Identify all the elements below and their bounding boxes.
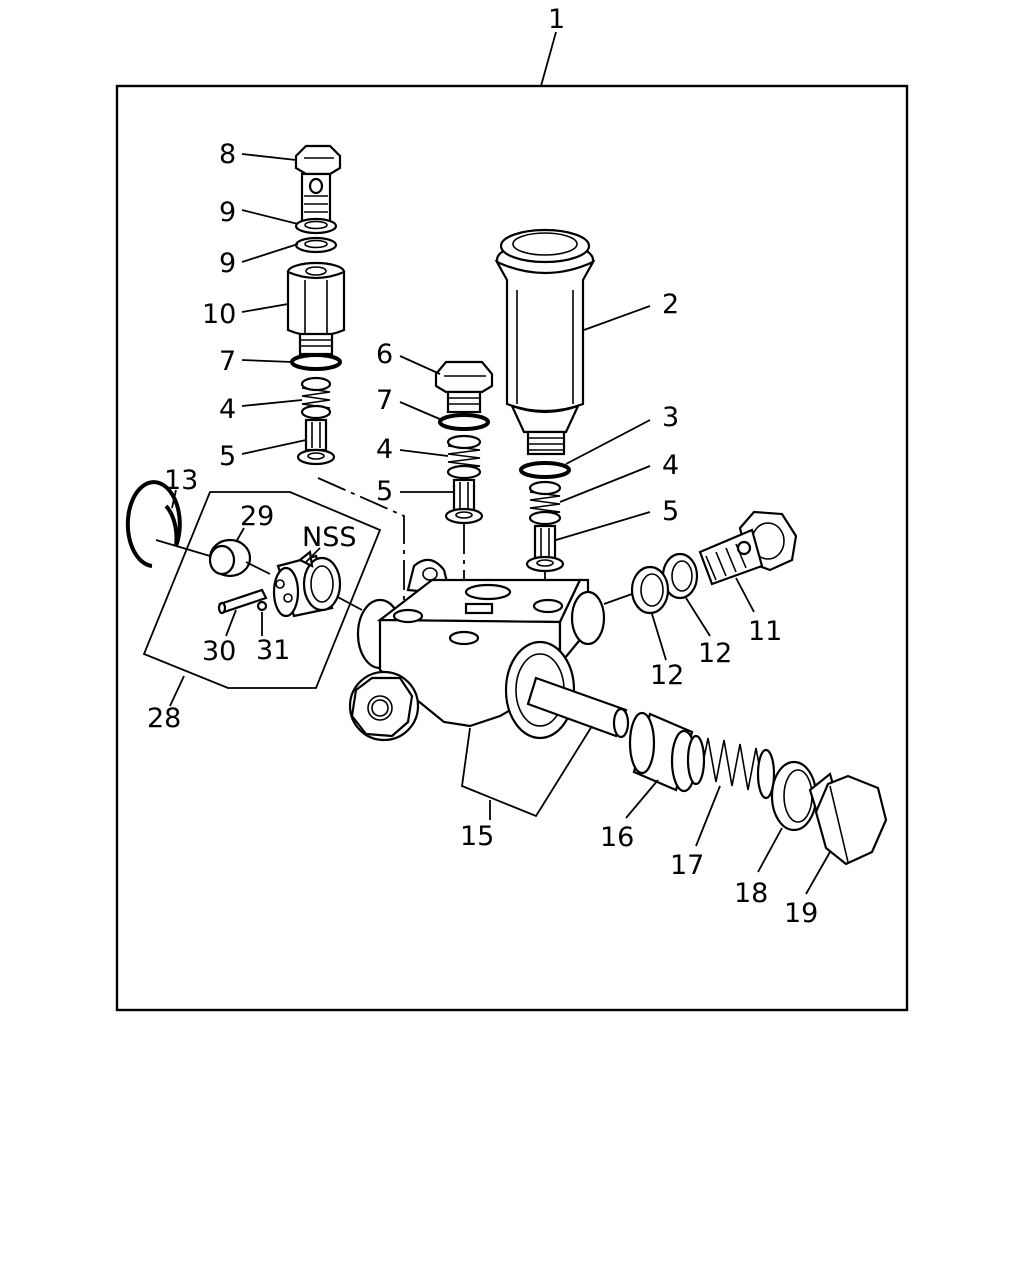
plug-19 (808, 772, 888, 866)
leader-6 (399, 355, 441, 375)
leader-4b (399, 449, 449, 457)
leader-7a (241, 359, 293, 363)
leader-12a (685, 597, 711, 637)
spring-4-left (300, 376, 332, 420)
washer-9-lower (294, 236, 338, 254)
callout-5-right: 5 (662, 496, 679, 527)
plug-6 (434, 360, 494, 414)
spring-17 (686, 734, 776, 800)
tappet-nss (272, 549, 342, 618)
leader-8 (241, 153, 297, 161)
callout-1: 1 (548, 4, 565, 35)
callout-28: 28 (147, 703, 181, 734)
spring-4-center (446, 434, 482, 480)
leader-1 (540, 31, 557, 87)
washer-12-lower (630, 565, 670, 615)
callout-5-center: 5 (376, 476, 393, 507)
callout-29: 29 (240, 501, 274, 532)
callout-31: 31 (256, 635, 290, 666)
callout-4-left: 4 (219, 394, 236, 425)
leader-4a (241, 399, 303, 407)
leader-9b (241, 243, 299, 263)
axis-kit (155, 539, 211, 557)
leader-9a (241, 209, 299, 225)
leader-18 (757, 827, 783, 873)
leader-5c (555, 511, 651, 541)
spring-4-right (528, 480, 562, 526)
callout-9-upper: 9 (219, 197, 236, 228)
leader-7b (399, 401, 443, 421)
callout-3: 3 (662, 402, 679, 433)
leader-30 (225, 609, 237, 637)
leader-5a (241, 439, 307, 455)
axis-11 (603, 593, 633, 605)
leader-12b (651, 613, 667, 661)
callout-6: 6 (376, 339, 393, 370)
leader-17 (695, 785, 721, 847)
kit-outline-28 (142, 491, 382, 689)
valve-5-right (525, 524, 565, 573)
callout-12-upper: 12 (698, 638, 732, 669)
leader-nss (305, 547, 321, 563)
leader-2 (583, 305, 651, 331)
valve-5-left (296, 418, 336, 466)
ball-31 (256, 600, 268, 612)
callout-30: 30 (202, 636, 236, 667)
roller-29 (208, 538, 252, 578)
callout-7-left: 7 (219, 346, 236, 377)
callout-7-center: 7 (376, 385, 393, 416)
callout-4-center: 4 (376, 434, 393, 465)
callout-4-right: 4 (662, 450, 679, 481)
o-ring-3 (519, 461, 571, 479)
bracket-15 (461, 725, 593, 818)
callout-2: 2 (662, 289, 679, 320)
axis-kit-2 (245, 561, 271, 575)
callout-13: 13 (164, 465, 198, 496)
leader-13 (171, 489, 177, 509)
leader-10 (241, 303, 289, 313)
callout-10: 10 (202, 299, 236, 330)
callout-12-lower: 12 (650, 660, 684, 691)
axis-left (317, 477, 405, 610)
leader-28 (169, 675, 185, 707)
o-ring-7-left (290, 353, 342, 371)
callout-17: 17 (670, 850, 704, 881)
leader-19 (805, 851, 831, 895)
washer-9-upper (294, 217, 338, 235)
assembly-frame (115, 84, 909, 1012)
leader-11 (735, 577, 755, 613)
union-10 (286, 261, 346, 356)
o-ring-7-center (438, 413, 490, 431)
callout-8: 8 (219, 139, 236, 170)
callout-nss: NSS (302, 522, 356, 553)
callout-11: 11 (748, 616, 782, 647)
hand-pump-2 (494, 228, 596, 456)
snap-ring-13 (125, 480, 182, 568)
callout-16: 16 (600, 822, 634, 853)
banjo-bolt-11 (698, 510, 798, 586)
callout-19: 19 (784, 898, 818, 929)
callout-9-lower: 9 (219, 248, 236, 279)
leader-29 (235, 527, 245, 543)
piston-16 (628, 711, 698, 793)
pin-30 (217, 588, 268, 615)
leader-16 (625, 779, 659, 819)
valve-5-center (444, 478, 484, 525)
callout-15: 15 (460, 821, 494, 852)
washer-18 (770, 760, 818, 832)
leader-3 (565, 419, 651, 465)
leader-4c (559, 465, 651, 503)
callout-5-left: 5 (219, 441, 236, 472)
pump-body-15 (348, 558, 630, 742)
callout-18: 18 (734, 878, 768, 909)
banjo-bolt-8 (294, 144, 342, 224)
